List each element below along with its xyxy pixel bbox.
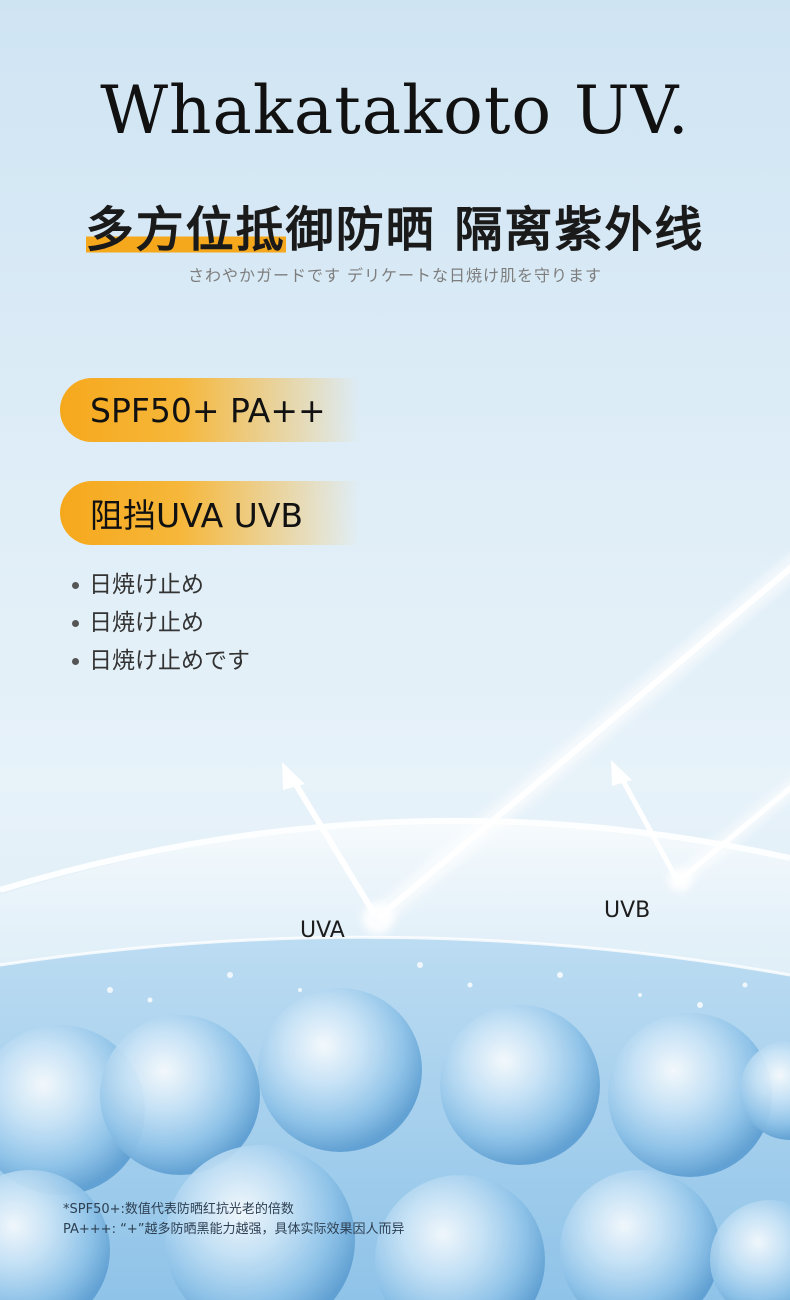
list-item: 日焼け止め [72, 604, 250, 642]
feature-list: 日焼け止め 日焼け止め 日焼け止めです [72, 566, 250, 680]
uva-label: UVA [300, 918, 345, 943]
list-item-text: 日焼け止めです [89, 648, 250, 674]
bullet-dot-icon [72, 581, 79, 589]
headline: 多方位抵御防晒 隔离紫外线 [0, 190, 790, 260]
footnote-line-2: PA+++: “+”越多防晒黑能力越强，具体实际效果因人而异 [63, 1222, 405, 1237]
headline-highlight: 多方位抵 [85, 202, 286, 258]
footnote-line-1: *SPF50+:数值代表防晒红抗光老的倍数 [63, 1202, 294, 1217]
footnote: *SPF50+:数值代表防晒红抗光老的倍数 PA+++: “+”越多防晒黑能力越… [63, 1200, 404, 1240]
list-item-text: 日焼け止め [89, 610, 204, 636]
list-item-text: 日焼け止め [89, 572, 204, 598]
brand-title: Whakatakoto UV. [100, 72, 690, 149]
spf-badge: SPF50+ PA++ [60, 378, 360, 442]
list-item: 日焼け止め [72, 566, 250, 604]
headline-rest: 御防晒 隔离紫外线 [285, 202, 705, 258]
subline: さわやかガードです デリケートな日焼け肌を守ります [187, 266, 603, 285]
uvb-label: UVB [604, 898, 651, 923]
bullet-dot-icon [72, 657, 79, 665]
uv-block-badge: 阻挡UVA UVB [60, 481, 360, 545]
list-item: 日焼け止めです [72, 642, 250, 680]
bullet-dot-icon [72, 619, 79, 627]
